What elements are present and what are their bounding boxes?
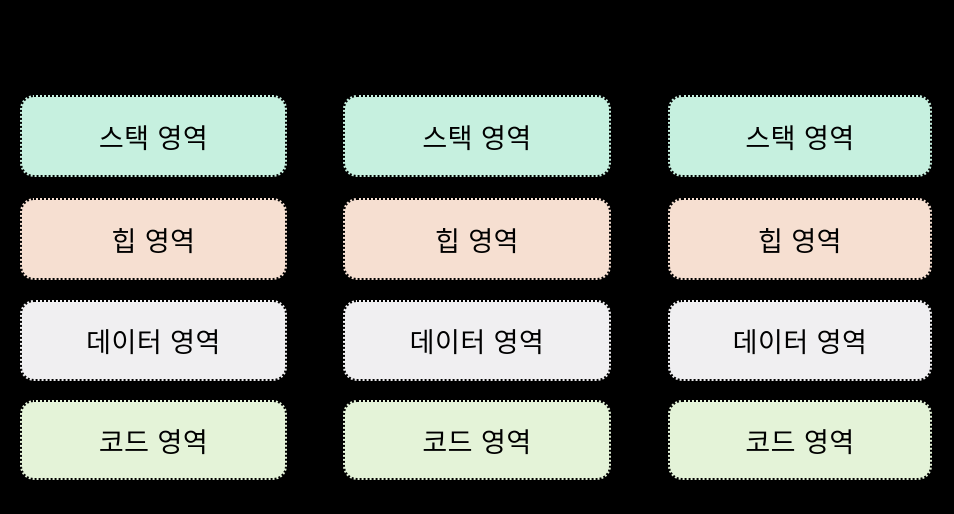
memory-box-label: 스택 영역: [422, 123, 532, 154]
memory-box-data: 데이터 영역: [20, 300, 287, 381]
memory-box-label: 코드 영역: [422, 427, 532, 458]
memory-box-stack: 스택 영역: [668, 95, 932, 177]
memory-box-label: 스택 영역: [745, 123, 855, 154]
memory-box-label: 힙 영역: [111, 226, 196, 257]
memory-box-label: 데이터 영역: [732, 328, 868, 358]
memory-box-label: 스택 영역: [98, 123, 209, 154]
memory-box-label: 힙 영역: [757, 226, 843, 257]
memory-box-heap: 힙 영역: [343, 198, 611, 280]
memory-box-stack: 스택 영역: [20, 95, 287, 177]
memory-box-code: 코드 영역: [343, 400, 611, 480]
memory-column-3: 스택 영역 힙 영역 데이터 영역 코드 영역: [668, 95, 932, 480]
memory-box-code: 코드 영역: [668, 400, 932, 480]
memory-box-label: 코드 영역: [98, 427, 209, 458]
memory-box-label: 코드 영역: [745, 427, 855, 458]
memory-box-heap: 힙 영역: [20, 198, 287, 280]
memory-box-data: 데이터 영역: [668, 300, 932, 381]
memory-box-heap: 힙 영역: [668, 198, 932, 280]
memory-column-1: 스택 영역 힙 영역 데이터 영역 코드 영역: [20, 95, 287, 480]
memory-box-label: 힙 영역: [434, 226, 520, 257]
memory-box-data: 데이터 영역: [343, 300, 611, 381]
memory-box-label: 데이터 영역: [86, 328, 221, 358]
memory-box-stack: 스택 영역: [343, 95, 611, 177]
memory-column-2: 스택 영역 힙 영역 데이터 영역 코드 영역: [343, 95, 611, 480]
memory-box-label: 데이터 영역: [409, 328, 545, 358]
memory-box-code: 코드 영역: [20, 400, 287, 480]
